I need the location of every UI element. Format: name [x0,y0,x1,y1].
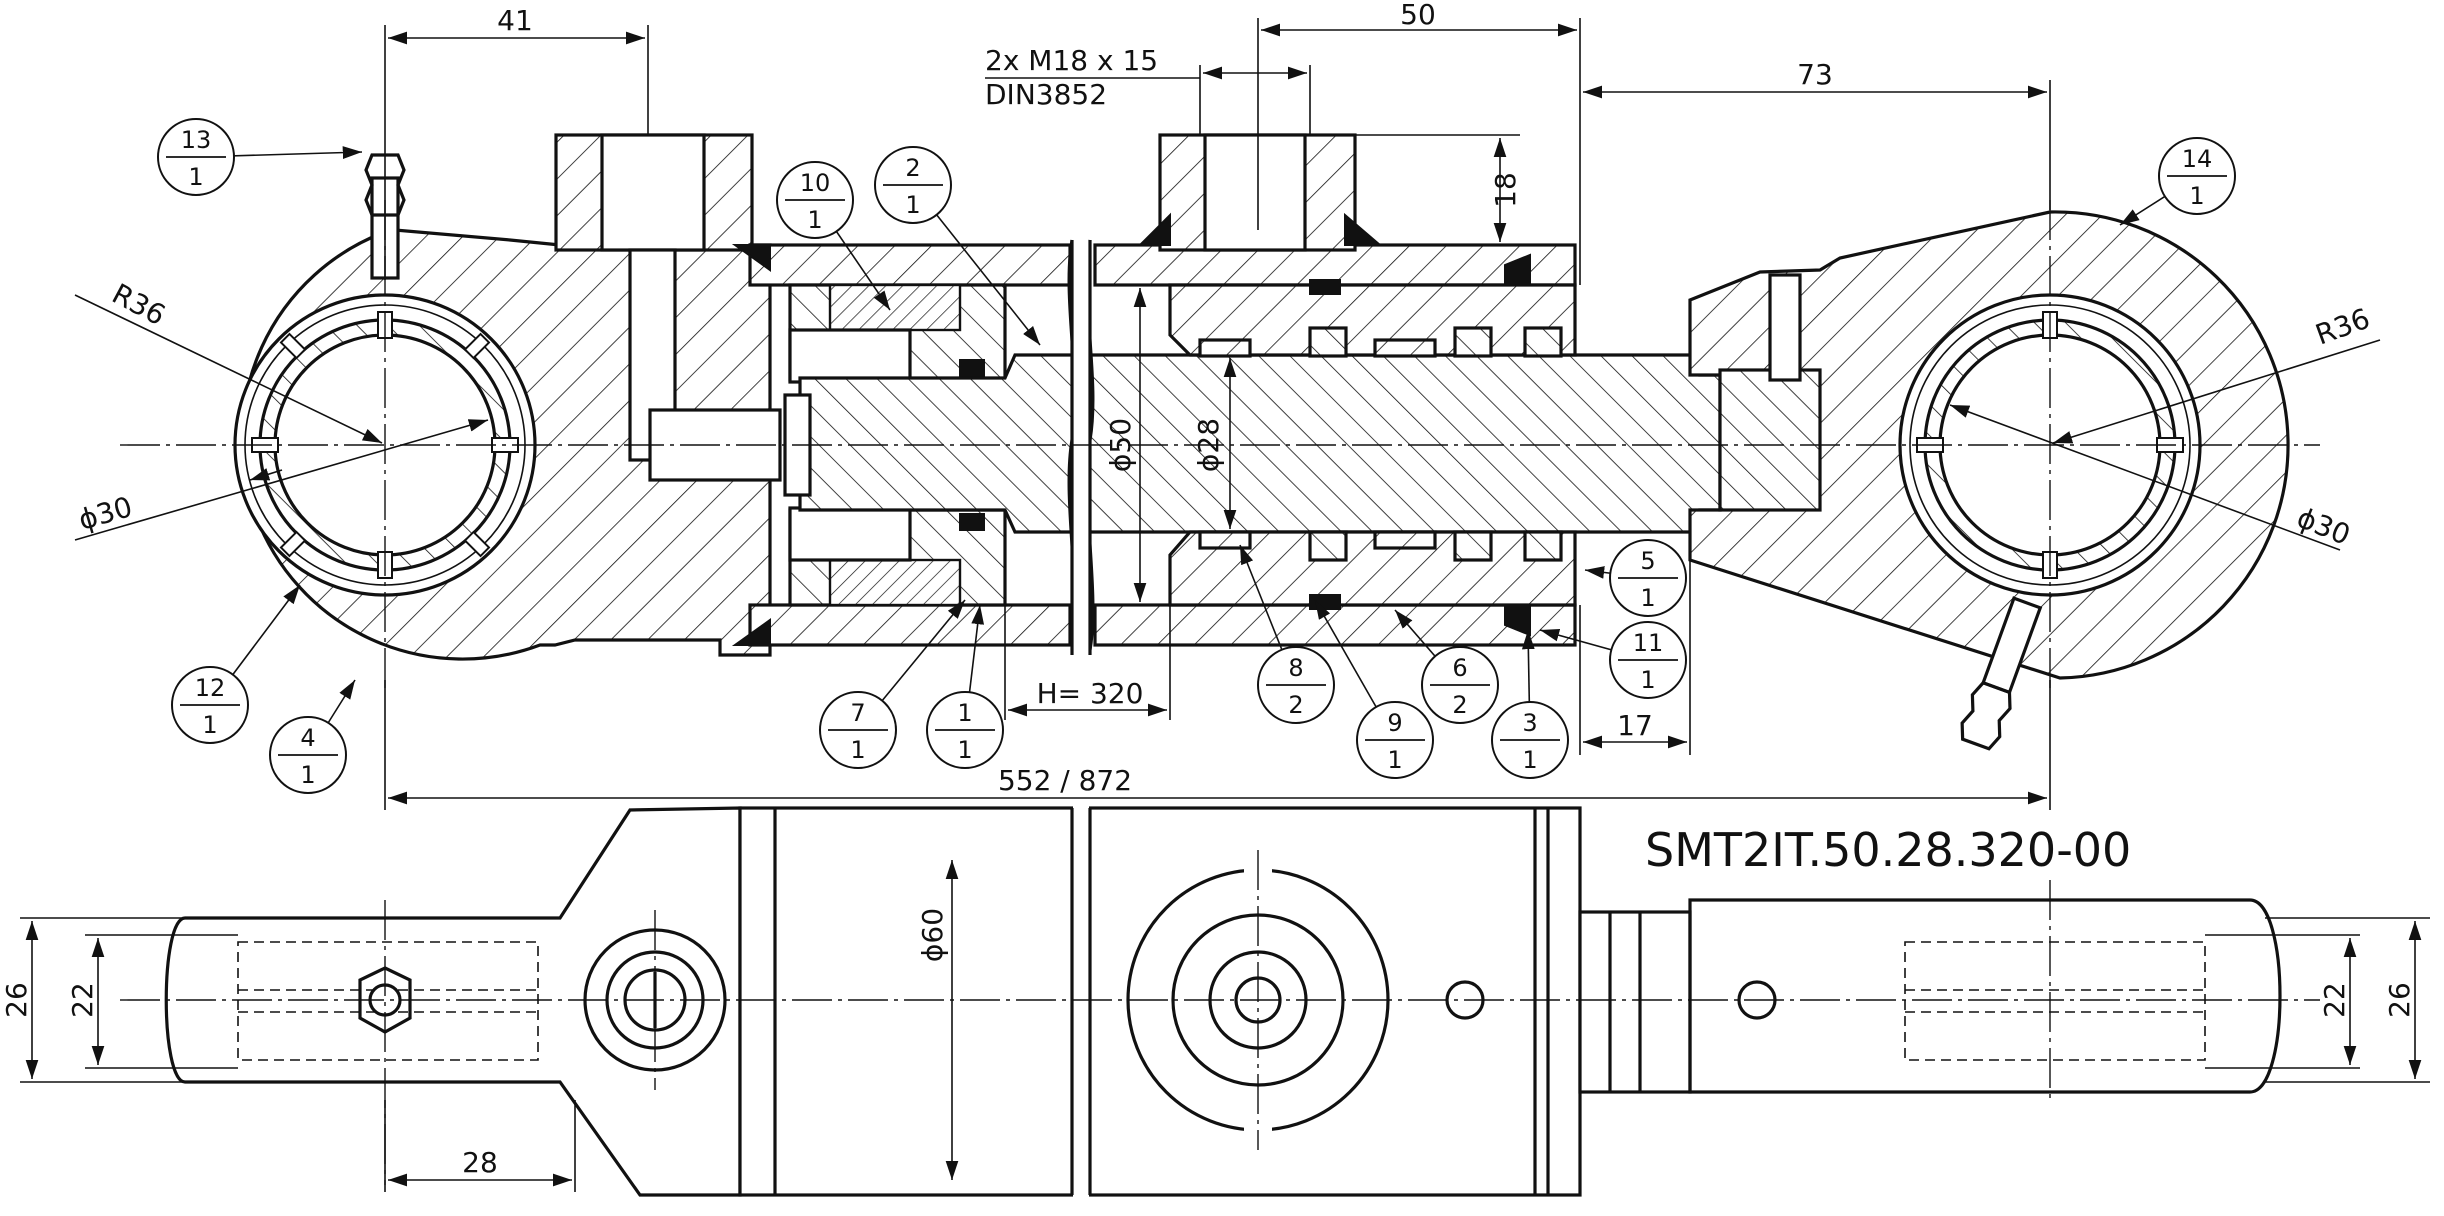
dim-22-left: 22 [66,982,99,1018]
balloon-quantity: 1 [957,736,972,764]
dim-stroke: H= 320 [1037,677,1144,710]
balloon-item-number: 4 [300,724,315,752]
dimensions-bottom: 26 22 22 26 ϕ60 28 [0,860,2430,1192]
balloon-3: 31 [1491,629,1569,779]
balloon-1: 11 [926,604,1004,769]
dim-18: 18 [1489,172,1522,208]
rod-neck-plan [1578,910,1692,1094]
balloon-11: 111 [1539,621,1687,699]
barrel-tube-bottom-right [1093,603,1577,647]
left-hidden-bearing [237,941,539,1061]
right-grease-nipple [1960,596,2043,751]
dim-73: 73 [1797,58,1833,91]
left-grease-nipple [364,150,406,280]
balloon-quantity: 1 [300,761,315,789]
balloon-quantity: 1 [1387,746,1402,774]
balloon-12: 121 [171,584,301,744]
barrel-tube-top-left [748,243,1072,287]
balloon-item-number: 5 [1640,547,1655,575]
balloon-quantity: 1 [905,191,920,219]
dim-length: 552 / 872 [998,764,1132,797]
balloon-14: 141 [2119,137,2236,226]
balloon-item-number: 12 [195,674,226,702]
balloon-quantity: 1 [2189,182,2204,210]
balloon-item-number: 3 [1522,709,1537,737]
dim-phi30-left: ϕ30 [75,490,136,537]
break-lines [1067,239,1095,655]
balloon-13: 131 [157,118,363,196]
section-view [120,133,2320,751]
right-rod-neck [1718,368,1822,512]
thread-note-line1: 2x M18 x 15 [985,44,1158,77]
balloon-item-number: 14 [2182,145,2213,173]
balloon-item-number: 7 [850,699,865,727]
piston-rod [798,353,1822,534]
dim-r36-left: R36 [107,277,171,332]
dim-phi28: ϕ28 [1192,418,1225,472]
balloon-quantity: 2 [1452,691,1467,719]
dim-phi50: ϕ50 [1104,418,1137,472]
dim-26-left: 26 [0,982,33,1018]
balloon-item-number: 1 [957,699,972,727]
balloon-quantity: 1 [1640,584,1655,612]
dim-17: 17 [1617,709,1653,742]
weld-right-boss-r [1344,212,1383,246]
balloon-9: 91 [1314,599,1434,779]
barrel-tube-bottom-left [748,603,1072,647]
balloon-item-number: 8 [1288,654,1303,682]
balloon-6: 62 [1394,609,1499,724]
right-hidden-bearing [1904,941,2206,1061]
thread-note-line2: DIN3852 [985,78,1107,111]
weld-left-top [731,244,771,272]
right-eye-slot [1768,273,1802,382]
balloon-quantity: 2 [1288,691,1303,719]
balloon-item-number: 11 [1633,629,1664,657]
balloon-2: 21 [874,146,1041,346]
dim-22-right: 22 [2318,982,2351,1018]
balloon-8: 82 [1239,544,1335,724]
part-number: SMT2IT.50.28.320-00 [1645,823,2131,877]
balloon-item-number: 6 [1452,654,1467,682]
right-port-bore [1203,133,1307,252]
balloon-quantity: 1 [188,163,203,191]
dim-phi60: ϕ60 [916,908,949,962]
dimensions-top: 41 50 2x M18 x 15 DIN3852 73 18 ϕ50 ϕ28 … [74,0,2381,810]
balloon-quantity: 1 [850,736,865,764]
balloon-quantity: 1 [1640,666,1655,694]
balloon-quantity: 1 [202,711,217,739]
left-port-bore [600,133,706,252]
dim-41: 41 [497,4,533,37]
balloon-7: 71 [819,599,966,769]
plan-view [120,800,2320,1200]
balloon-quantity: 1 [1522,746,1537,774]
piston-oring-upper [959,359,985,377]
barrel-tube-top-right [1093,243,1577,287]
piston-nut-upper [788,328,912,384]
weld-right-boss-l [1137,212,1171,246]
left-bearing-slots [251,311,519,579]
balloon-quantity: 1 [807,206,822,234]
right-rod-eye-plate [1688,898,2282,1094]
balloon-4: 41 [269,679,356,794]
piston-seal-lower [828,558,962,607]
balloon-5: 51 [1584,539,1687,617]
balloon-item-number: 9 [1387,709,1402,737]
gland-seals [1198,253,1563,637]
dim-26-right: 26 [2383,982,2416,1018]
piston-seal-upper [828,283,962,332]
balloon-item-number: 2 [905,154,920,182]
balloon-item-number: 10 [800,169,831,197]
piston-nut-lower [788,506,912,562]
balloon-item-number: 13 [181,126,212,154]
dim-28: 28 [462,1146,498,1179]
dim-50: 50 [1400,0,1436,31]
weld-left-bottom [731,618,771,646]
piston-oring-lower [959,513,985,531]
balloon-10: 101 [776,161,891,311]
